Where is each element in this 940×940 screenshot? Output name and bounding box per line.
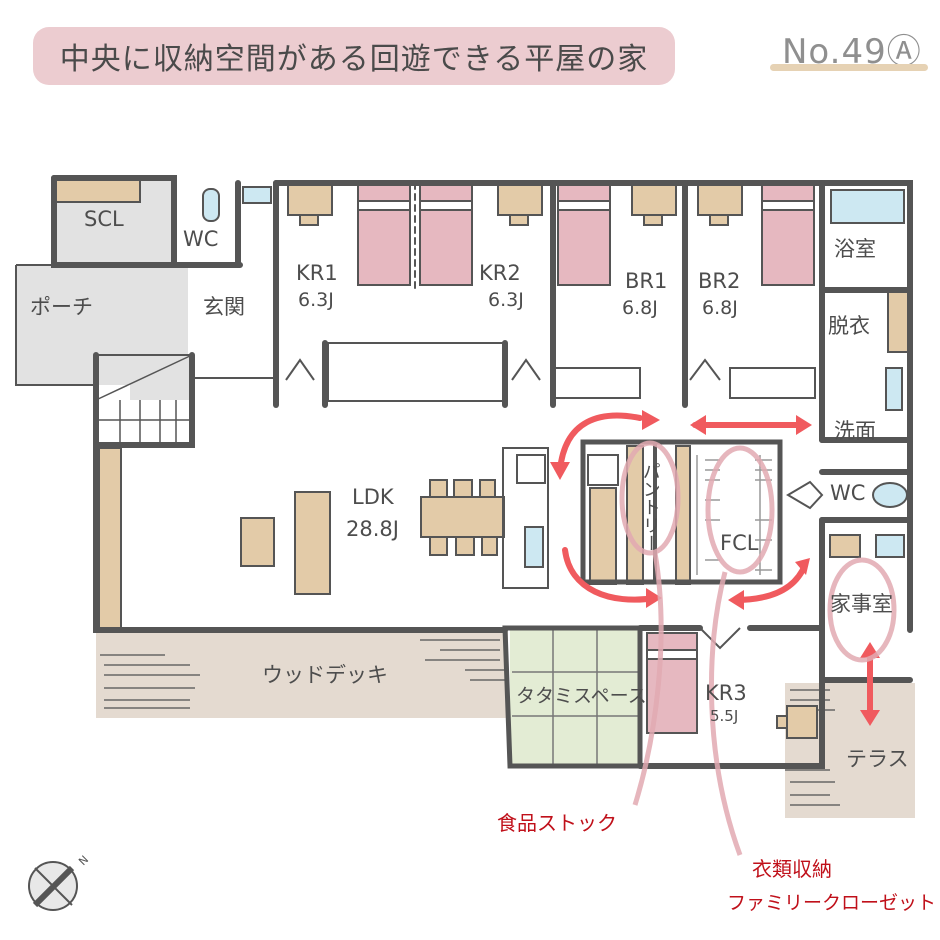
room-label-ldk: LDK (352, 485, 394, 509)
stair-treads (95, 354, 193, 445)
doors (15, 264, 824, 650)
tatami-area (510, 626, 640, 766)
note-food-stock: 食品ストック (497, 811, 617, 835)
page-title: 中央に収納空間がある回遊できる平屋の家 (59, 42, 649, 77)
room-size-kr3: 5.5J (710, 707, 739, 725)
furniture (55, 179, 909, 739)
room-label-tatami: タタミスペース (516, 685, 647, 707)
compass-icon (28, 861, 78, 911)
room-label-bath: 浴室 (834, 237, 876, 261)
bath-fixtures (202, 186, 908, 568)
room-label-housework: 家事室 (830, 592, 893, 616)
room-label-wc-rear: WC (830, 481, 866, 505)
bed-pillows (357, 200, 815, 660)
room-size-kr2: 6.3J (488, 289, 524, 311)
room-label-washroom: 洗面 (834, 419, 876, 443)
room-size-br2: 6.8J (702, 297, 738, 319)
plan-number-underline (770, 64, 928, 71)
room-label-terrace: テラス (846, 747, 909, 771)
title-banner: 中央に収納空間がある回遊できる平屋の家 (33, 27, 675, 85)
room-label-pantry: パントリー (639, 462, 661, 552)
room-label-porch: ポーチ (30, 295, 93, 319)
circulation-arrows (557, 412, 873, 721)
room-size-br1: 6.8J (622, 297, 658, 319)
room-label-scl: SCL (84, 207, 124, 231)
room-label-kr3: KR3 (705, 681, 747, 705)
room-label-br2: BR2 (698, 269, 741, 293)
room-label-kr1: KR1 (296, 261, 338, 285)
room-label-wc-entry: WC (183, 227, 219, 251)
room-label-dressing: 脱衣 (828, 314, 870, 338)
wood-deck-area (96, 628, 508, 718)
callout-ovals (619, 440, 897, 856)
tatami-grid (512, 628, 640, 765)
walls (51, 175, 913, 769)
room-label-kr2: KR2 (479, 261, 521, 285)
room-size-ldk: 28.8J (346, 517, 399, 541)
note-clothing-storage: 衣類収納 (752, 857, 832, 881)
room-label-wood-deck: ウッドデッキ (262, 663, 388, 687)
room-label-fcl: FCL (720, 531, 759, 555)
note-family-closet: ファミリークローゼット (727, 892, 937, 914)
deck-boards (100, 639, 840, 806)
room-size-kr1: 6.3J (298, 289, 334, 311)
stair-landing (130, 355, 192, 400)
room-label-genkan: 玄関 (203, 295, 245, 319)
room-label-br1: BR1 (625, 269, 668, 293)
